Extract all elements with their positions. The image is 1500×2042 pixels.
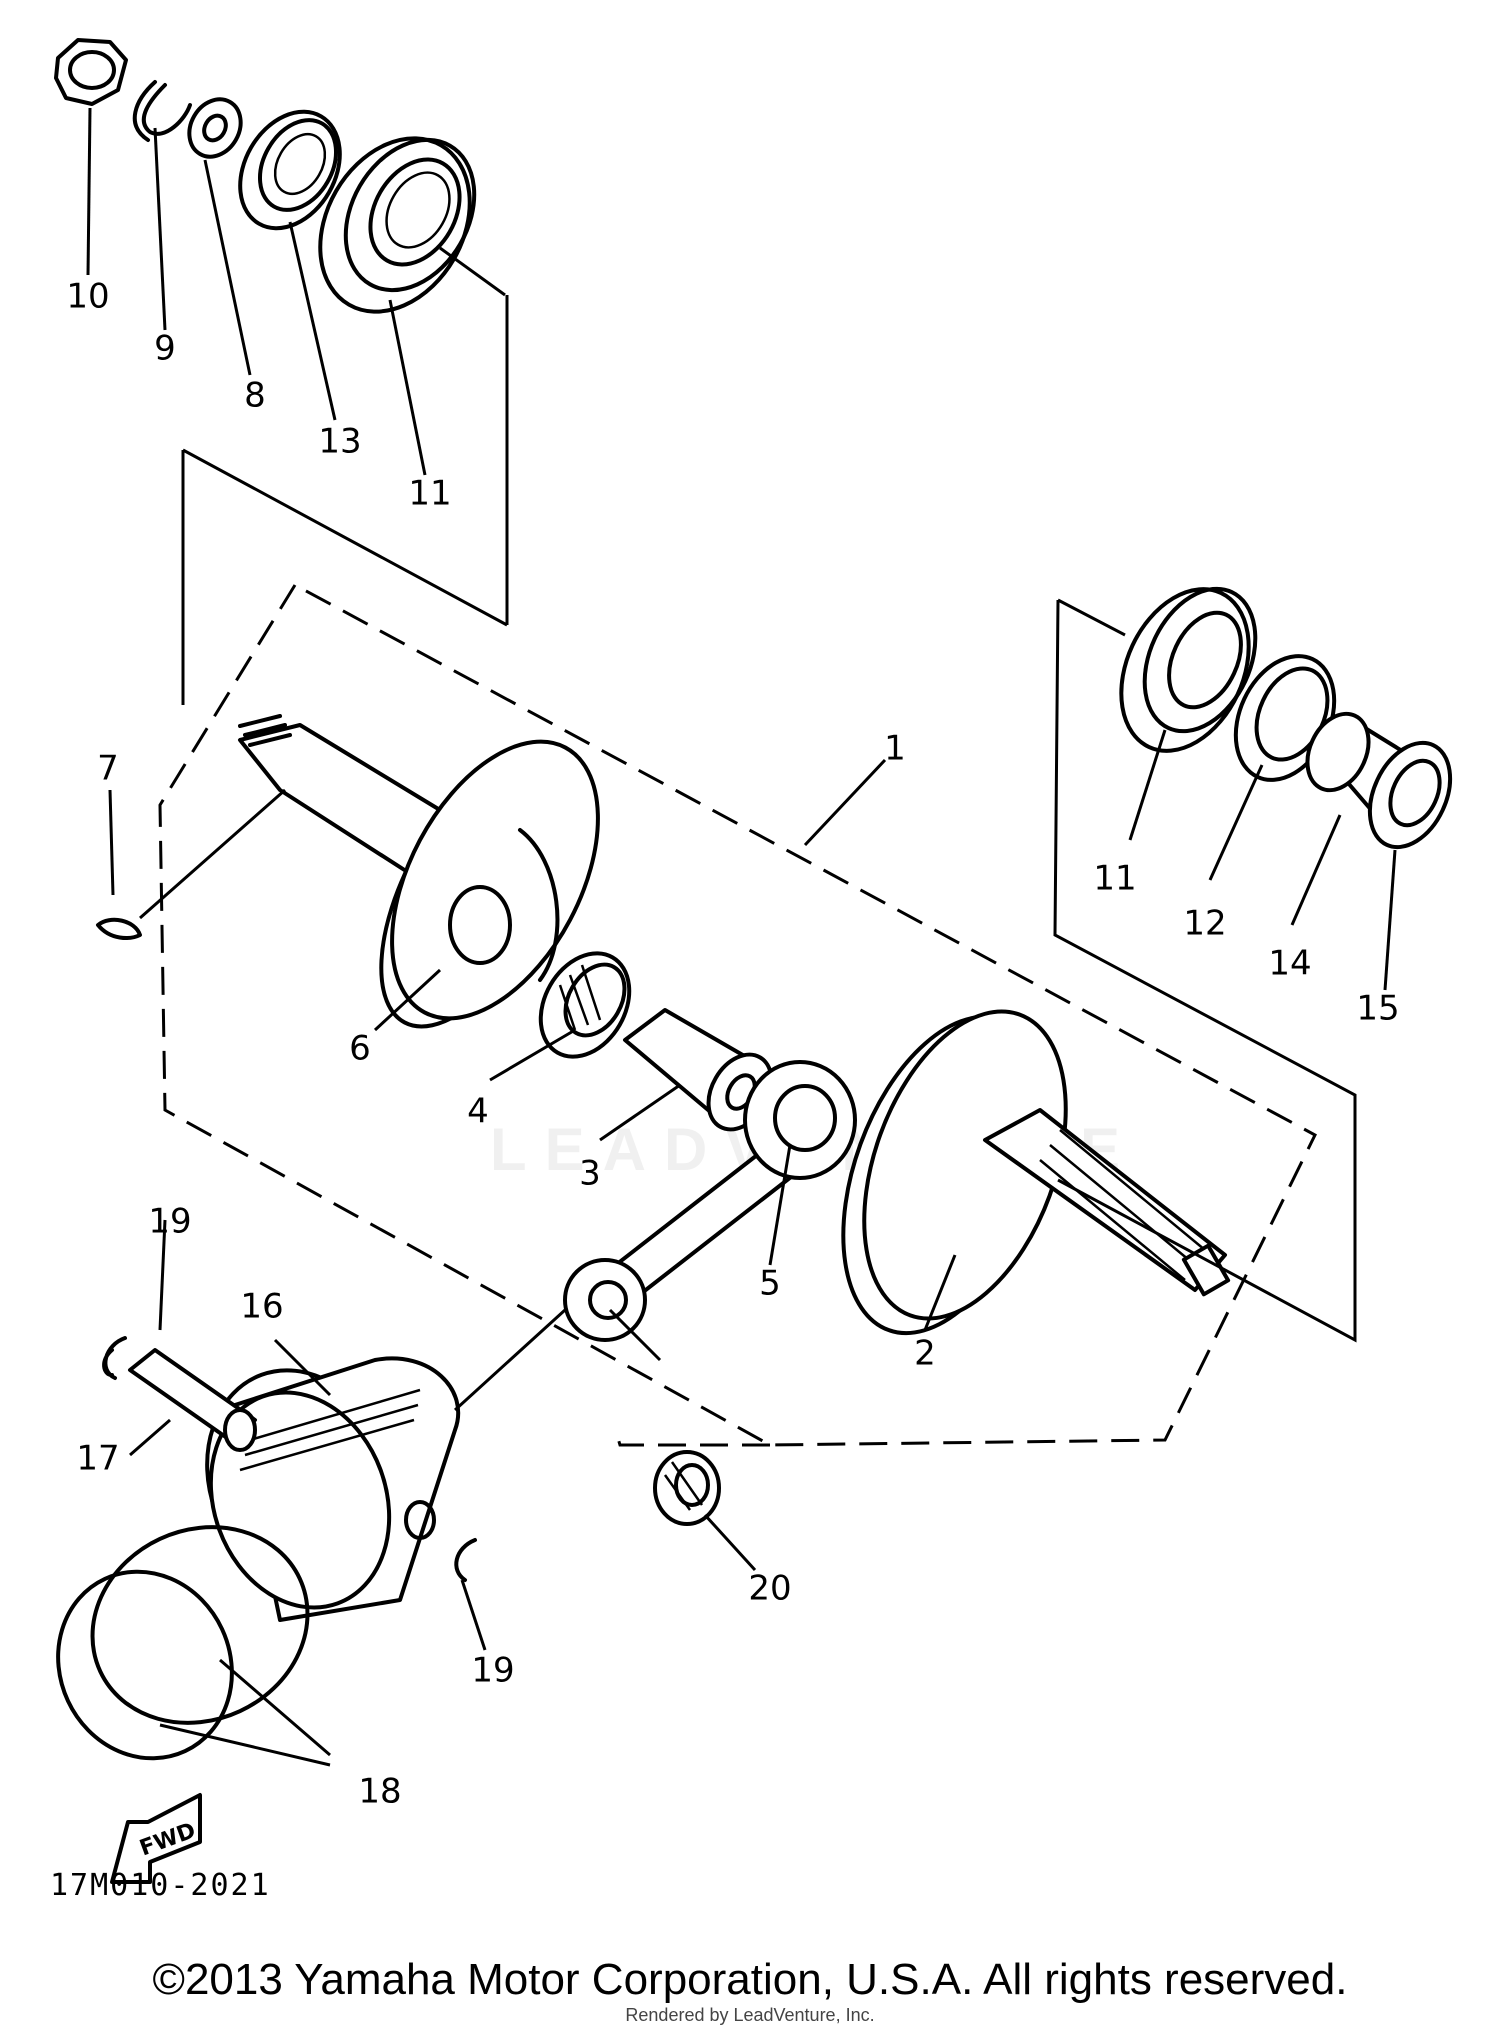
callout-14: 14 bbox=[1268, 944, 1311, 984]
callout-labels: 10 9 8 13 11 7 1 6 4 3 5 2 11 12 14 15 1… bbox=[66, 277, 1399, 1812]
copyright-text: ©2013 Yamaha Motor Corporation, U.S.A. A… bbox=[152, 1955, 1348, 2004]
small-end-bearing-part[interactable] bbox=[653, 1450, 721, 1526]
callout-7: 7 bbox=[97, 749, 119, 789]
piston-rings-part[interactable] bbox=[28, 1492, 340, 1787]
circlip-part[interactable] bbox=[132, 80, 192, 142]
callout-11-right: 11 bbox=[1093, 859, 1136, 899]
callout-4: 4 bbox=[467, 1092, 489, 1132]
callout-12: 12 bbox=[1183, 904, 1226, 944]
callout-11-top: 11 bbox=[408, 474, 451, 514]
callout-20: 20 bbox=[748, 1569, 791, 1609]
callout-9: 9 bbox=[154, 329, 176, 369]
needle-bearing-part[interactable] bbox=[523, 937, 647, 1072]
callout-18: 18 bbox=[358, 1772, 401, 1812]
woodruff-key-part[interactable] bbox=[96, 917, 142, 940]
callout-6: 6 bbox=[349, 1029, 371, 1069]
callout-2: 2 bbox=[914, 1334, 936, 1374]
callout-10: 10 bbox=[66, 277, 109, 317]
callout-19-left: 19 bbox=[148, 1202, 191, 1242]
crankshaft-left-part[interactable] bbox=[238, 708, 640, 1056]
leader-lines bbox=[86, 107, 1397, 1767]
piston-pin-clip-left-part[interactable] bbox=[102, 1336, 127, 1380]
callout-1: 1 bbox=[884, 729, 906, 769]
callout-17: 17 bbox=[76, 1439, 119, 1479]
callout-19-right: 19 bbox=[471, 1651, 514, 1691]
callout-8: 8 bbox=[244, 376, 266, 416]
collar-part[interactable] bbox=[1354, 730, 1466, 860]
piston-pin-clip-right-part[interactable] bbox=[454, 1538, 477, 1582]
connecting-rod-part[interactable] bbox=[563, 1060, 857, 1342]
callout-15: 15 bbox=[1356, 989, 1399, 1029]
drawing-code: 17M010-2021 bbox=[50, 1868, 271, 1903]
oil-seal-part[interactable] bbox=[220, 94, 360, 246]
callout-13: 13 bbox=[318, 422, 361, 462]
bearing-right-part[interactable] bbox=[1097, 568, 1278, 771]
callout-3: 3 bbox=[579, 1154, 601, 1194]
nut-part[interactable] bbox=[54, 38, 128, 106]
piston-pin-part[interactable] bbox=[128, 1348, 257, 1452]
fwd-arrow-icon: FWD bbox=[110, 1793, 202, 1884]
piston-part[interactable] bbox=[177, 1344, 461, 1633]
bracket-group-right bbox=[1053, 598, 1357, 1343]
washer-part[interactable] bbox=[179, 90, 251, 166]
crankshaft-right-part[interactable] bbox=[804, 984, 1231, 1361]
rendered-by-text: Rendered by LeadVenture, Inc. bbox=[625, 2005, 875, 2025]
bracket-group-top bbox=[181, 295, 509, 705]
dashed-assembly-outline bbox=[158, 583, 1317, 1447]
callout-16: 16 bbox=[240, 1287, 283, 1327]
callout-5: 5 bbox=[759, 1264, 781, 1304]
